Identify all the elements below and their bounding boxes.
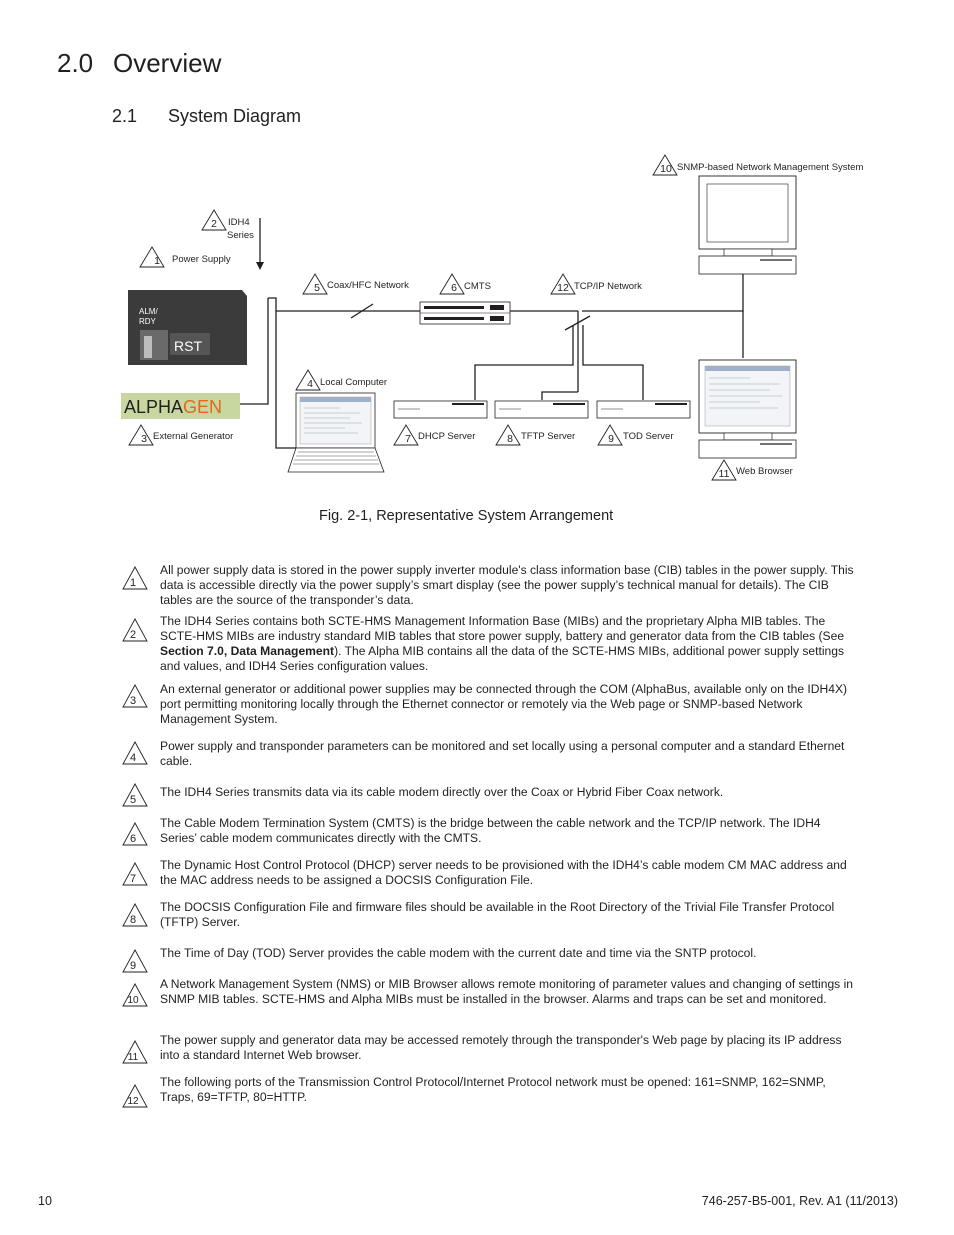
callout-11: 11 Web Browser — [712, 460, 793, 480]
alm-label: ALM/ — [139, 307, 158, 316]
callout-8: 8 TFTP Server — [496, 425, 575, 445]
callout-9: 9 TOD Server — [598, 425, 674, 445]
power-supply-device: ALM/ RDY RST — [128, 290, 247, 365]
callout-label: CMTS — [464, 281, 491, 292]
callout-number: 12 — [557, 282, 569, 294]
note-marker: 12 — [122, 1084, 148, 1108]
local-computer-laptop — [288, 393, 384, 472]
callout-number: 1 — [154, 255, 160, 267]
callout-number: 8 — [507, 433, 513, 445]
document-id: 746-257-B5-001, Rev. A1 (11/2013) — [702, 1194, 898, 1208]
callout-label: SNMP-based Network Management System — [677, 162, 863, 173]
note-marker: 3 — [122, 684, 148, 708]
callout-7: 7 DHCP Server — [394, 425, 475, 445]
note-9: The Time of Day (TOD) Server provides th… — [160, 946, 855, 961]
logo-part2: GEN — [183, 397, 222, 417]
alphagen-logo: ALPHAGEN — [121, 393, 240, 419]
rst-label: RST — [174, 338, 202, 354]
note-7: The Dynamic Host Control Protocol (DHCP)… — [160, 858, 855, 888]
note-2: The IDH4 Series contains both SCTE-HMS M… — [160, 614, 855, 674]
note-10: A Network Management System (NMS) or MIB… — [160, 977, 855, 1007]
callout-number: 10 — [660, 163, 672, 175]
svg-text:4: 4 — [130, 752, 136, 764]
callout-label: DHCP Server — [418, 431, 475, 442]
cmts-device — [420, 302, 510, 324]
note-marker: 4 — [122, 741, 148, 765]
callout-5: 5 Coax/HFC Network — [303, 274, 409, 294]
section-reference: Section 7.0, Data Management — [160, 644, 334, 658]
callout-number: 5 — [314, 282, 320, 294]
callout-3: 3 External Generator — [129, 425, 233, 445]
callout-1: 1 Power Supply — [140, 247, 231, 267]
svg-text:10: 10 — [127, 995, 139, 1006]
callout-label: TFTP Server — [521, 431, 575, 442]
note-6: The Cable Modem Termination System (CMTS… — [160, 816, 855, 846]
note-1: All power supply data is stored in the p… — [160, 563, 855, 608]
callout-10: 10 SNMP-based Network Management System — [653, 155, 863, 175]
callout-2: 2 IDH4 Series — [202, 210, 254, 241]
callout-12: 12 TCP/IP Network — [551, 274, 642, 294]
nms-monitor — [699, 176, 796, 274]
callout-number: 9 — [608, 433, 614, 445]
note-marker: 6 — [122, 822, 148, 846]
svg-text:8: 8 — [130, 914, 136, 926]
note-11: The power supply and generator data may … — [160, 1033, 855, 1063]
note-4: Power supply and transponder parameters … — [160, 739, 855, 769]
note-marker: 1 — [122, 566, 148, 590]
svg-text:9: 9 — [130, 960, 136, 972]
system-diagram: ALM/ RDY RST ALPHAGEN — [0, 0, 954, 500]
svg-text:1: 1 — [130, 577, 136, 589]
rdy-label: RDY — [139, 317, 157, 326]
svg-text:3: 3 — [130, 695, 136, 707]
note-marker: 8 — [122, 903, 148, 927]
note-3: An external generator or additional powe… — [160, 682, 855, 727]
callout-6: 6 CMTS — [440, 274, 491, 294]
web-browser-monitor — [699, 360, 796, 458]
callout-label: Power Supply — [172, 254, 231, 265]
callout-label: TOD Server — [623, 431, 674, 442]
note-2-text: The IDH4 Series contains both SCTE-HMS M… — [160, 614, 844, 643]
svg-text:12: 12 — [127, 1096, 139, 1107]
callout-number: 6 — [451, 282, 457, 294]
callout-number: 7 — [405, 433, 411, 445]
callout-number: 11 — [719, 468, 730, 480]
callout-number: 3 — [141, 433, 147, 445]
callout-label: Web Browser — [736, 466, 793, 477]
svg-text:5: 5 — [130, 794, 136, 806]
callout-number: 2 — [211, 218, 217, 230]
svg-text:6: 6 — [130, 833, 136, 845]
callout-number: 4 — [307, 378, 313, 390]
note-marker: 9 — [122, 949, 148, 973]
note-marker: 2 — [122, 618, 148, 642]
note-marker: 10 — [122, 983, 148, 1007]
callout-label: External Generator — [153, 431, 233, 442]
callout-label-line2: Series — [227, 230, 254, 241]
callout-label: Coax/HFC Network — [327, 280, 409, 291]
tod-server-device — [597, 401, 690, 418]
dhcp-server-device — [394, 401, 487, 418]
tftp-server-device — [495, 401, 588, 418]
note-5: The IDH4 Series transmits data via its c… — [160, 785, 855, 800]
callout-4: 4 Local Computer — [296, 370, 387, 390]
note-8: The DOCSIS Configuration File and firmwa… — [160, 900, 855, 930]
note-marker: 5 — [122, 783, 148, 807]
svg-text:ALPHAGEN: ALPHAGEN — [124, 397, 222, 417]
callout-label: IDH4 — [228, 217, 250, 228]
note-marker: 11 — [122, 1040, 148, 1064]
page-number: 10 — [38, 1194, 52, 1208]
figure-caption: Fig. 2-1, Representative System Arrangem… — [319, 508, 613, 524]
svg-text:11: 11 — [128, 1052, 139, 1063]
callout-label: Local Computer — [320, 377, 387, 388]
callout-label: TCP/IP Network — [574, 281, 642, 292]
svg-text:2: 2 — [130, 629, 136, 641]
svg-text:7: 7 — [130, 873, 136, 885]
logo-part1: ALPHA — [124, 397, 183, 417]
note-12: The following ports of the Transmission … — [160, 1075, 855, 1105]
note-marker: 7 — [122, 862, 148, 886]
